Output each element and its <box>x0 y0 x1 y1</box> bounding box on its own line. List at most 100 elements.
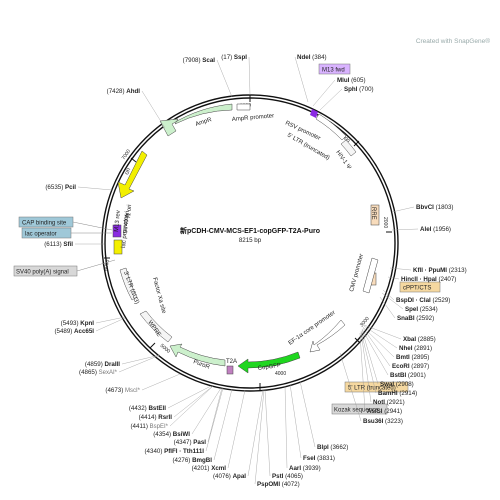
site-name: KflI · PpuMI <box>413 267 447 274</box>
site-label: (5493) KpnI <box>61 320 95 327</box>
cap-binding-site-label: CAP binding site <box>22 221 67 227</box>
rsv-small-marker <box>310 109 318 118</box>
site-label: SwaI (2908) <box>380 381 414 388</box>
site-label: NheI (2891) <box>399 345 432 352</box>
site-connector <box>319 88 343 111</box>
site-label: MluI (605) <box>337 77 366 84</box>
site-position: (6535) <box>45 184 65 191</box>
site-label: NdeI (384) <box>297 54 327 61</box>
site-label: (7908) ScaI <box>183 57 216 64</box>
site-label: (4673) MscI* <box>105 387 140 394</box>
site-connector <box>362 327 391 367</box>
ltr5-box <box>344 381 409 393</box>
site-position: (2592) <box>415 315 435 322</box>
site-connector <box>121 354 161 365</box>
site-label: (4411) BspEI* <box>131 423 169 430</box>
site-label: NotI (2921) <box>373 399 405 406</box>
puror-arrow <box>169 343 226 367</box>
site-position: (2901) <box>406 372 426 379</box>
site-position: (2921) <box>385 399 405 406</box>
site-connector <box>362 326 395 358</box>
m13-fwd-box <box>318 63 351 75</box>
site-label: AsiSI (2941) <box>367 408 402 415</box>
site-connector <box>95 317 126 332</box>
site-position: (700) <box>357 86 373 93</box>
site-label: AarI (3939) <box>289 465 321 472</box>
site-position: (3662) <box>329 444 349 451</box>
site-name: PstI <box>272 473 284 480</box>
site-name: NdeI <box>297 54 311 61</box>
site-name: BlpI <box>317 444 329 451</box>
site-connector <box>391 206 415 213</box>
site-position: (4432) <box>129 405 149 412</box>
site-name: Bsu36I <box>363 418 384 425</box>
site-connector <box>118 354 161 373</box>
site-name: HincII · HpaI <box>401 276 437 283</box>
tick-label-5000: 5000 <box>159 343 172 355</box>
site-label: (17) SspI <box>221 54 247 61</box>
site-label: BamHI (2914) <box>378 390 417 397</box>
plasmid-title: 新pCDH-CMV-MCS-EF1-copGFP-T2A-Puro <box>180 226 320 235</box>
site-name: BspDI · ClaI <box>396 297 431 304</box>
tick-label-2000: 2000 <box>382 217 388 228</box>
site-position: (6113) <box>44 241 63 248</box>
site-name: BmgBI <box>192 457 212 464</box>
site-label: (6113) SfiI <box>44 241 73 248</box>
site-name: SexAI* <box>99 370 118 376</box>
site-name: AarI <box>289 465 301 472</box>
site-position: (4411) <box>131 423 150 430</box>
copgfp-arrow <box>237 351 301 374</box>
tick-label-6000: 6000 <box>103 259 111 271</box>
site-name: ApaI <box>233 473 247 480</box>
site-position: (2885) <box>416 336 436 343</box>
cppt-cts-box <box>399 281 441 293</box>
site-position: (4347) <box>174 439 194 446</box>
site-name: SphI <box>344 86 358 93</box>
site-name: SwaI <box>380 381 394 388</box>
site-label: (4432) BstEII <box>129 405 166 412</box>
site-label: (4865) SexAI* <box>79 369 118 376</box>
site-connector <box>391 228 419 231</box>
site-position: (4673) <box>105 387 125 394</box>
site-label: (4076) ApaI <box>213 473 246 480</box>
cmv-promoter-label: CMV promoter <box>349 253 365 292</box>
site-label: (4859) DraIII <box>85 361 120 368</box>
site-name: SnaBI <box>397 315 415 322</box>
site-name: BspEI* <box>150 424 169 430</box>
site-position: (2313) <box>447 267 467 274</box>
lac-operator-marker <box>112 224 122 238</box>
site-position: (7428) <box>107 88 127 95</box>
ori-arrow <box>117 150 148 199</box>
site-connector <box>387 276 400 280</box>
site-label: SpeI (2534) <box>405 306 438 313</box>
copgfp-label: CopGFP <box>257 363 281 372</box>
ampr-promoter-arrow <box>236 103 251 111</box>
lac-promoter-label: lac promoter <box>121 214 130 248</box>
site-connector <box>248 56 251 96</box>
site-connector <box>227 389 246 469</box>
site-name: BstEII <box>148 405 166 412</box>
site-label: (5489) Acc65I <box>54 328 94 335</box>
site-name: PspOMI <box>257 481 280 488</box>
site-position: (17) <box>221 54 234 61</box>
site-position: (1956) <box>431 226 451 233</box>
site-name: ScaI <box>202 57 215 64</box>
ltr3-arrow <box>119 267 138 301</box>
site-connector <box>289 383 302 459</box>
site-position: (2529) <box>431 297 451 304</box>
kozak-label: Kozak sequence <box>334 408 379 414</box>
site-position: (4076) <box>213 473 233 480</box>
rsv-promoter-arrow <box>315 113 347 141</box>
ampr-promoter-label: AmpR promoter <box>232 113 275 123</box>
site-label: (4347) PasI <box>174 439 207 446</box>
tick-label-7000: 7000 <box>121 148 132 161</box>
site-connector <box>299 380 316 448</box>
site-label: FseI (3831) <box>303 455 335 462</box>
site-position: (4354) <box>153 431 173 438</box>
rre-box <box>370 204 380 226</box>
site-name: KpnI <box>80 320 94 327</box>
site-connector <box>247 389 264 477</box>
site-connector <box>205 387 224 452</box>
site-connector <box>360 330 377 394</box>
site-label: (4276) BmgBI <box>172 457 212 464</box>
